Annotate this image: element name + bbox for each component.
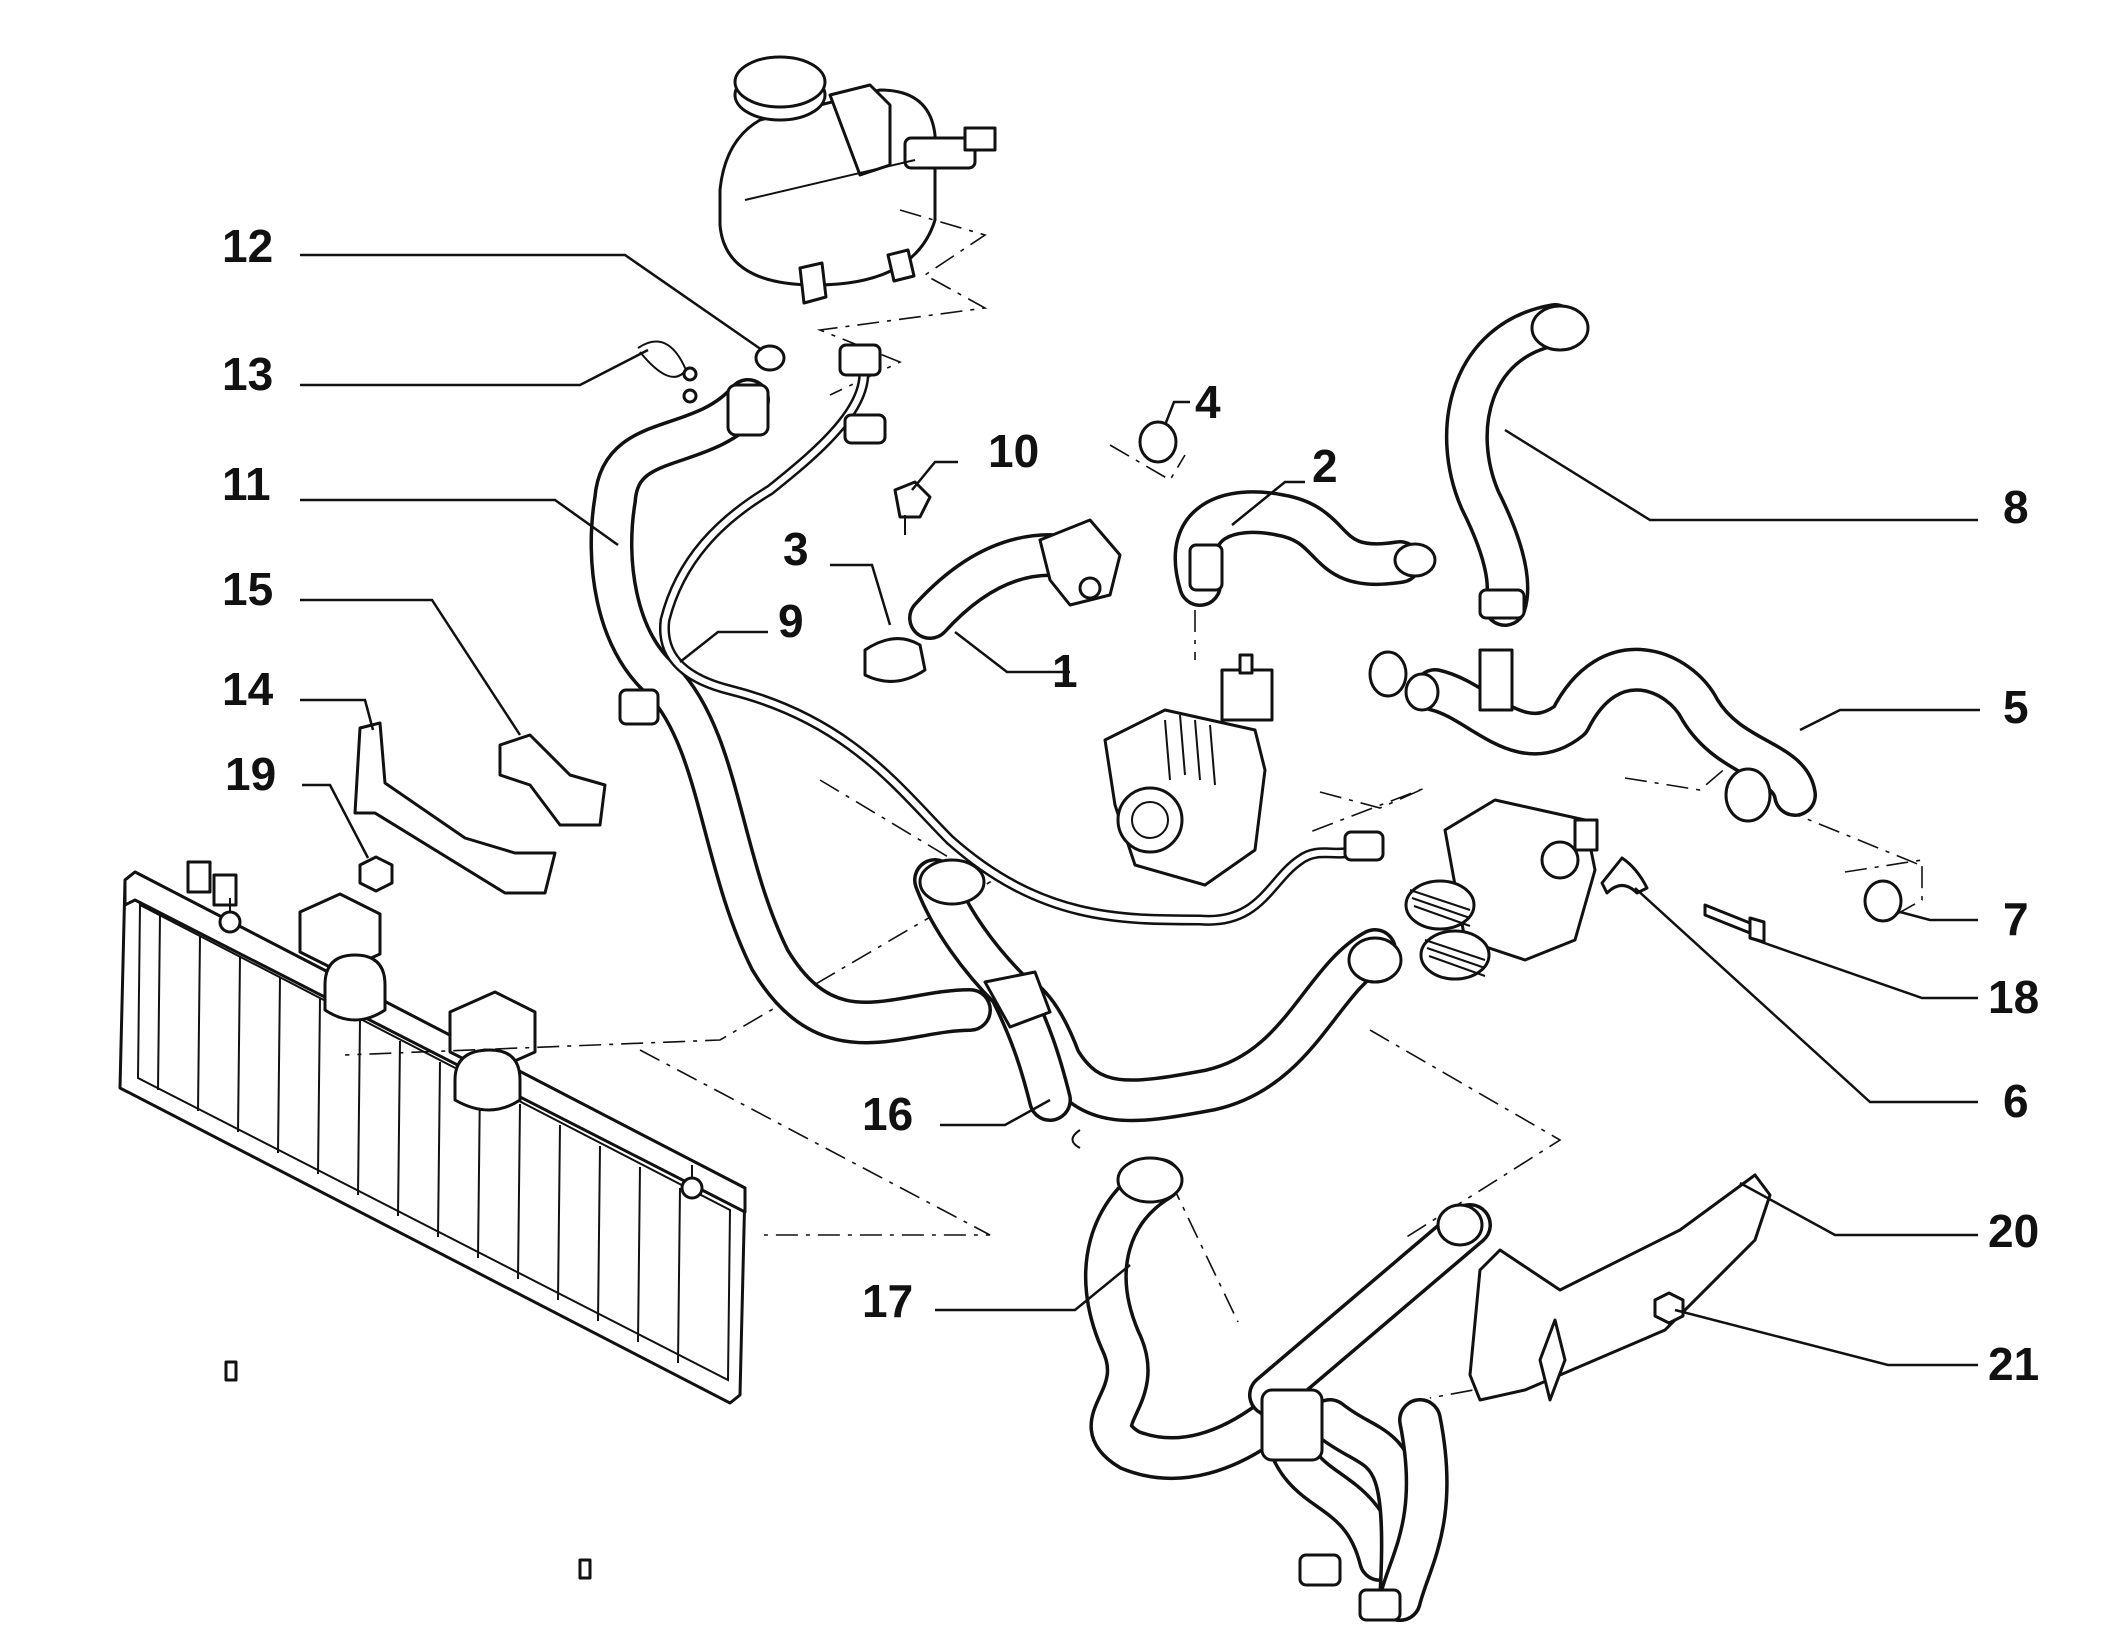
- callout-17: 17: [862, 1275, 913, 1327]
- small-parts: [353, 304, 1903, 1622]
- callout-3: 3: [783, 523, 809, 575]
- callout-9: 9: [778, 595, 804, 647]
- callout-20: 20: [1988, 1205, 2039, 1257]
- callout-11: 11: [222, 458, 271, 510]
- callout-12: 12: [222, 220, 273, 272]
- callout-6: 6: [2003, 1075, 2029, 1127]
- callout-7: 7: [2003, 893, 2029, 945]
- callout-2: 2: [1312, 440, 1338, 492]
- pipes: [658, 349, 1366, 926]
- intake-manifold: [1103, 653, 1274, 887]
- callout-16: 16: [862, 1088, 913, 1140]
- callout-19: 19: [225, 748, 276, 800]
- leader-lines: [300, 253, 1980, 1367]
- callout-10: 10: [988, 425, 1039, 477]
- expansion-tank: [718, 55, 997, 305]
- assembly-lines: [344, 209, 1923, 1399]
- callout-13: 13: [222, 348, 273, 400]
- callout-18: 18: [1988, 971, 2039, 1023]
- callout-8: 8: [2003, 481, 2029, 533]
- callout-14: 14: [222, 663, 274, 715]
- hoses: [589, 303, 1817, 1622]
- thermostat-housing: [1404, 798, 1599, 981]
- radiator: [118, 860, 747, 1580]
- callout-labels: 1 2 3 4 5 6 7 8 9 10 11 12 13 14 15 16 1…: [222, 220, 2039, 1390]
- callout-21: 21: [1988, 1338, 2039, 1390]
- callout-1: 1: [1052, 645, 1078, 697]
- callout-4: 4: [1195, 376, 1221, 428]
- callout-5: 5: [2003, 681, 2029, 733]
- callout-15: 15: [222, 563, 273, 615]
